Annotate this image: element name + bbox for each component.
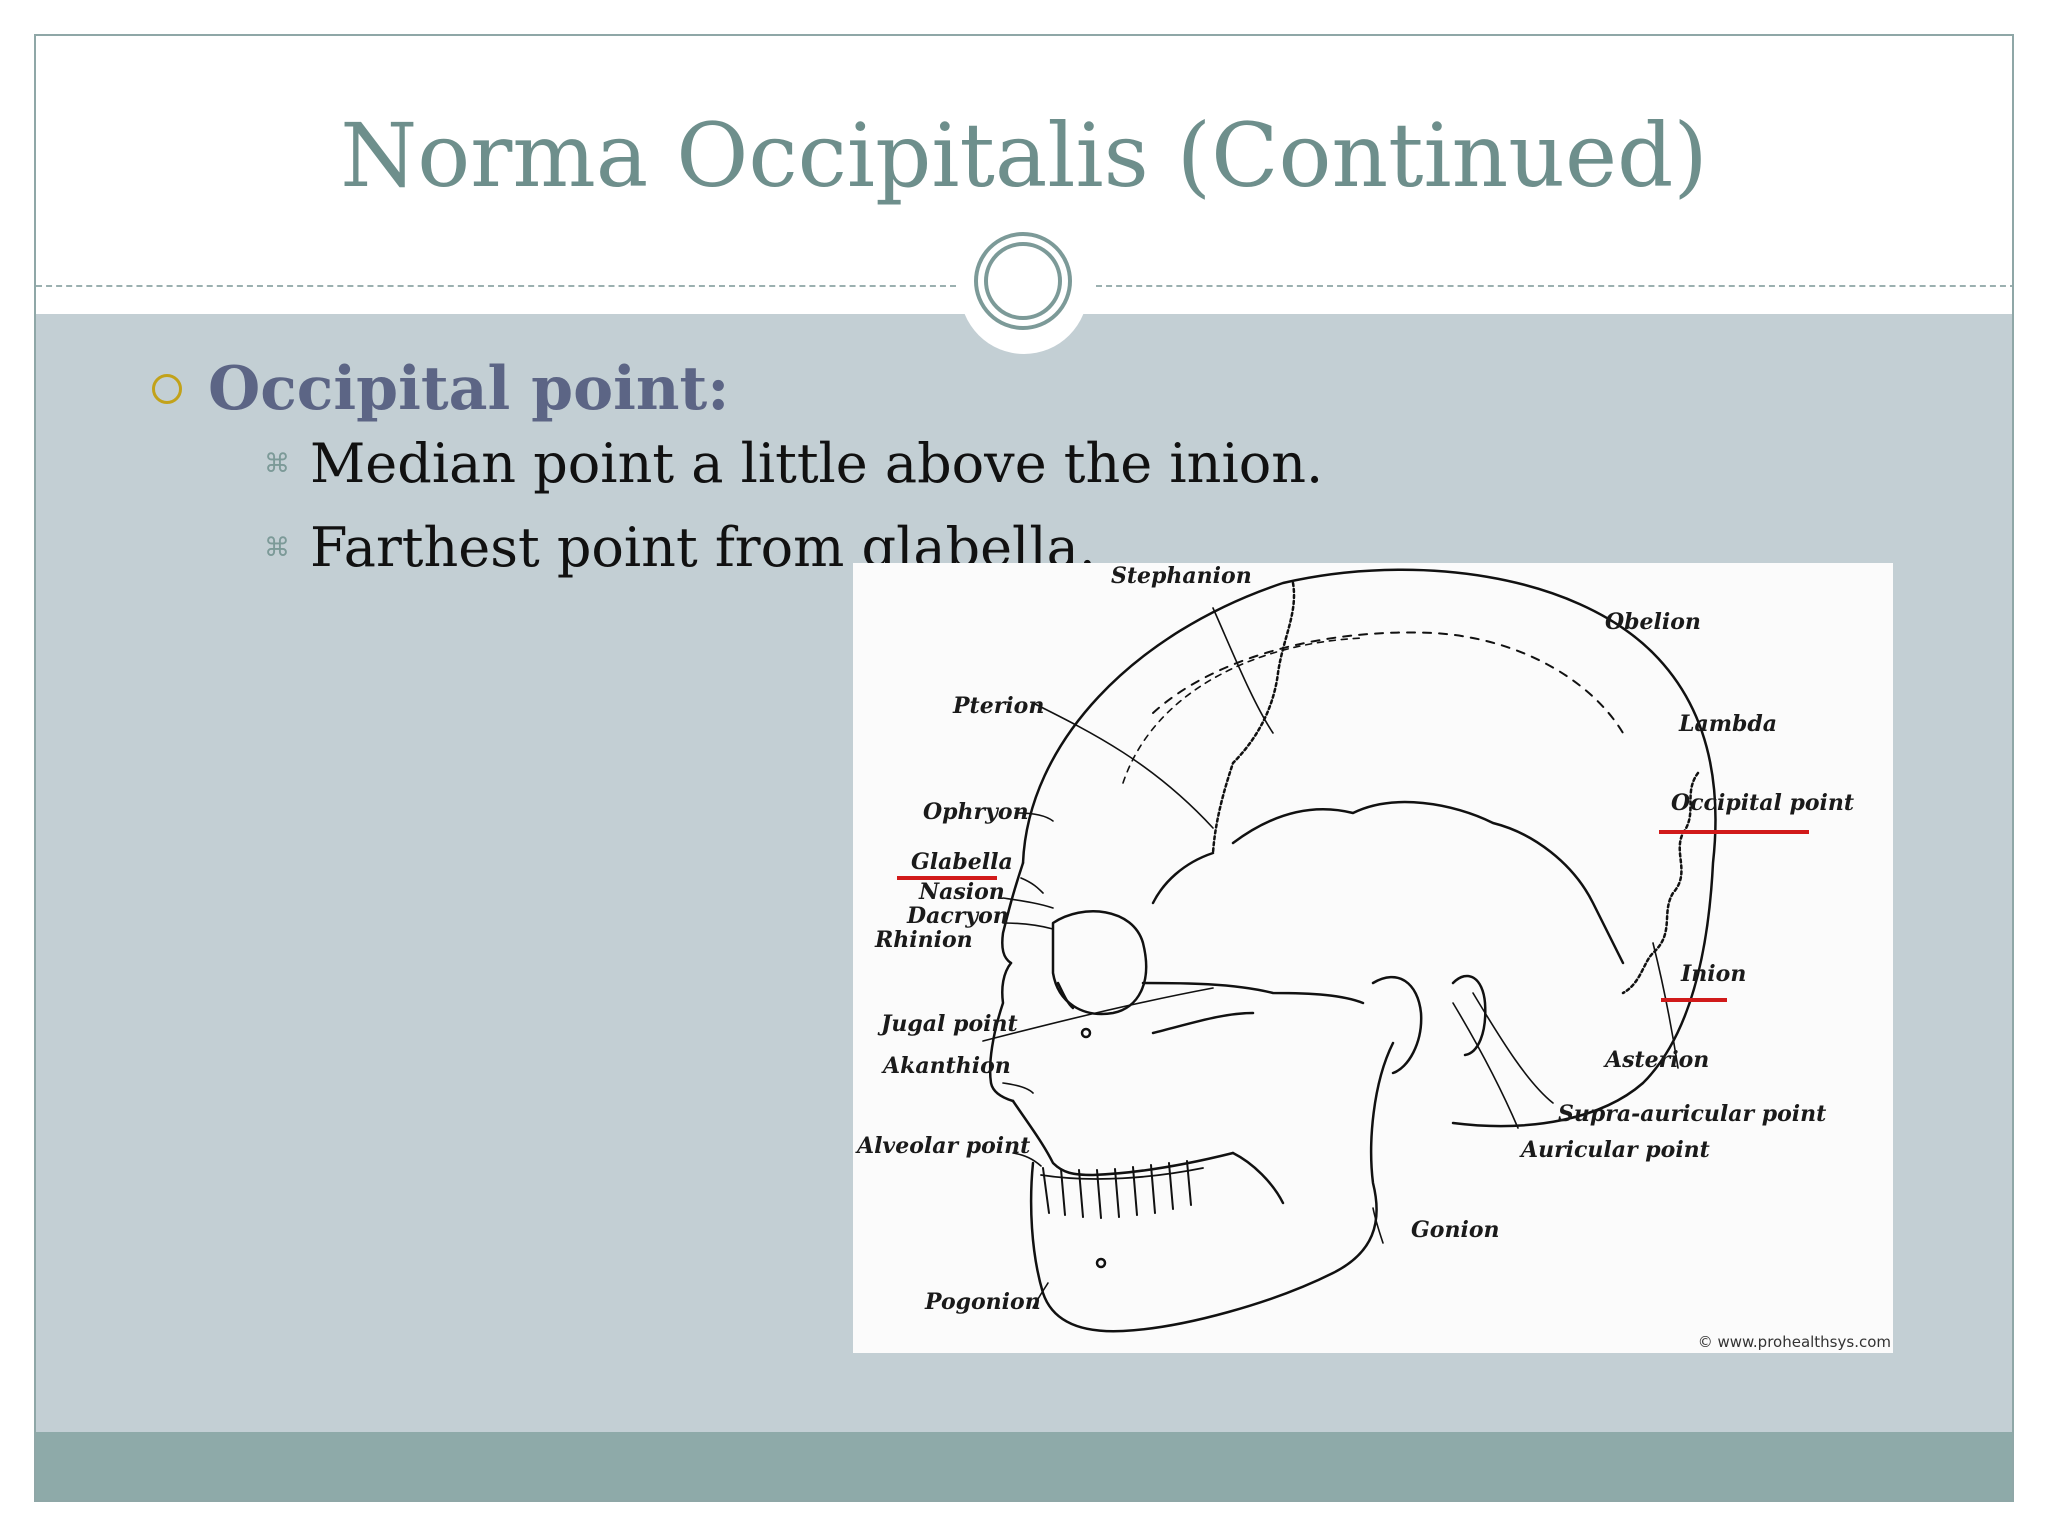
bullet-sub-1: ⌘ Median point a little above the inion.	[264, 432, 1323, 495]
highlight-glabella	[897, 876, 997, 880]
label-akanthion: Akanthion	[883, 1053, 1011, 1079]
bullet-main-text: Occipital point:	[208, 354, 730, 424]
label-ophryon: Ophryon	[923, 799, 1029, 825]
label-occipital-point: Occipital point	[1671, 790, 1855, 816]
label-rhinion: Rhinion	[875, 927, 973, 953]
label-jugal-point: Jugal point	[881, 1011, 1018, 1037]
label-nasion: Nasion	[919, 879, 1005, 905]
header-divider-right	[1096, 285, 2012, 287]
sub-bullet-icon: ⌘	[264, 532, 290, 563]
label-alveolar-point: Alveolar point	[857, 1133, 1031, 1159]
label-obelion: Obelion	[1605, 609, 1701, 635]
header-divider-left	[36, 285, 956, 287]
label-pterion: Pterion	[953, 693, 1045, 719]
image-credit: © www.prohealthsys.com	[1697, 1333, 1891, 1351]
bullet-main: Occipital point:	[152, 354, 729, 424]
label-pogonion: Pogonion	[925, 1289, 1041, 1315]
highlight-occipital-point	[1659, 830, 1809, 834]
highlight-inion	[1661, 998, 1727, 1002]
bullet-sub-1-text: Median point a little above the inion.	[310, 432, 1324, 495]
label-glabella: Glabella	[911, 849, 1013, 875]
slide-title: Norma Occipitalis (Continued)	[340, 104, 1708, 207]
label-gonion: Gonion	[1411, 1217, 1500, 1243]
circle-bullet-icon	[152, 374, 182, 404]
sub-bullet-icon: ⌘	[264, 448, 290, 479]
skull-drawing	[982, 568, 1717, 1333]
label-inion: Inion	[1681, 961, 1747, 987]
label-auricular-point: Auricular point	[1521, 1137, 1710, 1163]
label-asterion: Asterion	[1605, 1047, 1710, 1073]
label-lambda: Lambda	[1679, 711, 1778, 737]
label-dacryon: Dacryon	[907, 903, 1009, 929]
slide-footer-band	[36, 1432, 2012, 1500]
skull-diagram: Stephanion Obelion Pterion Lambda Ophryo…	[853, 563, 1893, 1353]
label-supra-auricular-point: Supra-auricular point	[1558, 1101, 1827, 1127]
label-stephanion: Stephanion	[1111, 563, 1252, 589]
divider-ring-inner-icon	[984, 242, 1062, 320]
